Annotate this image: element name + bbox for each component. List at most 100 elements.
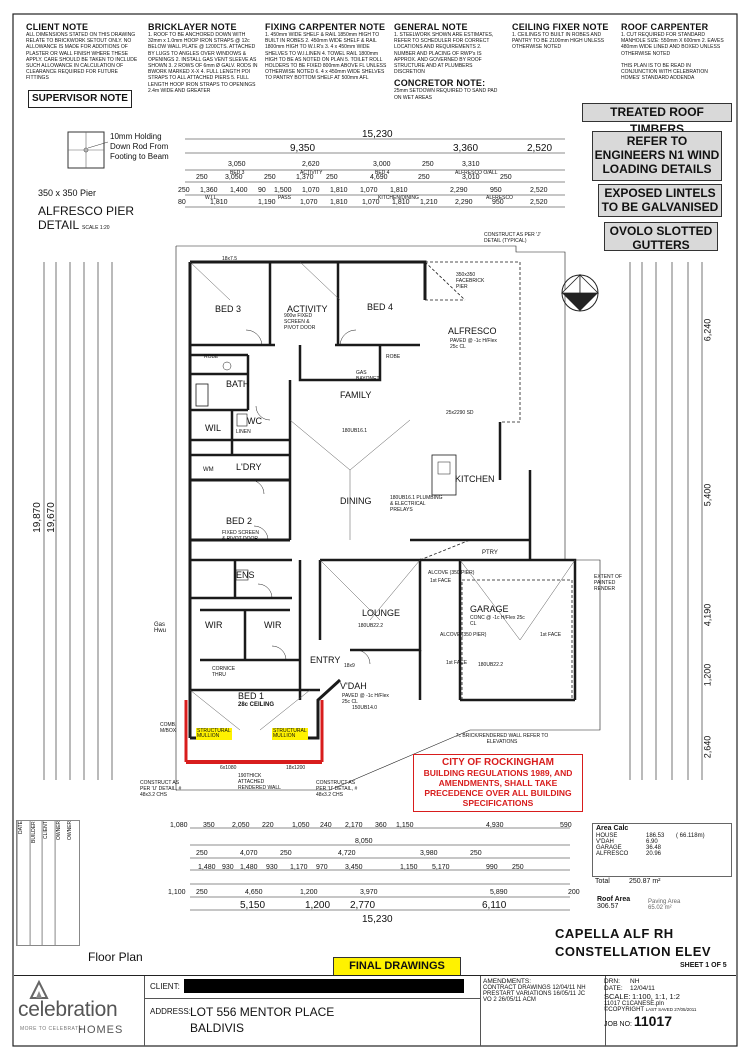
roof-area: Roof Area 306.57: [597, 896, 630, 910]
area-row-house: HOUSE 186.53 ( 66.118m): [593, 833, 731, 839]
dim-bot1-5: 240: [320, 822, 332, 829]
area-total-value: 250.87 m²: [629, 878, 661, 885]
room-vdah-sub: PAVED @ -1c H/Flex 25c CL: [342, 693, 389, 705]
dim-left-total-2: 19,670: [45, 502, 57, 533]
side-label-date: DATE: [17, 821, 30, 945]
bricklayer-note-body: 1. ROOF TO BE ANCHORED DOWN WITH 32mm x …: [148, 32, 258, 94]
paving-area-label: Paving Area: [648, 899, 681, 905]
client-note: CLIENT NOTE ALL DIMENSIONS STATED ON THI…: [26, 22, 138, 82]
dim-bot3-5: 250: [470, 850, 482, 857]
dim-top6-9: 950: [492, 199, 504, 206]
pier-detail-note: 10mm Holding Down Rod From Footing to Be…: [110, 132, 169, 161]
ceiling-fixer-note: CEILING FIXER NOTE 1. CEILINGS TO BUILT …: [512, 22, 614, 51]
dim-top5-1: 1,360: [200, 187, 218, 194]
dim-bot4-9: 990: [486, 864, 498, 871]
roof-carpenter-note-body: 1. CUT REQUIRED FOR STANDARD MANHOLE SIZ…: [621, 32, 724, 57]
scale-label: SCALE:: [604, 992, 631, 1001]
dim-top3-4: 3,310: [462, 161, 480, 168]
dim-bot6-0: 5,150: [240, 900, 266, 911]
door-screen-note: 900w FIXED SCREEN & PIVOT DOOR: [284, 313, 316, 331]
fixed-screen-note: FIXED SCREEN & PIVOT DOOR: [222, 530, 259, 542]
dim-top6-10: 2,520: [530, 199, 548, 206]
area-calc-title: Area Calc: [596, 825, 629, 832]
dim-bot5-5: 5,890: [490, 889, 508, 896]
dim-top3-3: 250: [422, 161, 434, 168]
area-row-value: 186.53: [646, 833, 665, 839]
fixing-carpenter-note-title: FIXING CARPENTER NOTE: [265, 22, 386, 32]
dim-label-alfresco: ALFRESCO O/ALL: [455, 170, 498, 176]
title-block: celebration MORE TO CELEBRATE HOMES CLIE…: [14, 975, 736, 1046]
dim-top5-10: 950: [490, 187, 502, 194]
dim-bot5-0: 1,100: [168, 889, 186, 896]
dim-bot4-5: 970: [316, 864, 328, 871]
drawing-info-panel: DRN:NH DATE:12/04/11 SCALE:1:100, 1:1, 1…: [604, 976, 736, 1046]
dim-bot4-4: 1,170: [290, 864, 308, 871]
alcove-label-1: ALCOVE (350 PIER): [428, 570, 475, 576]
amendments-title: AMENDMENTS:: [483, 978, 532, 985]
dim-top5-2: 1,400: [230, 187, 248, 194]
room-robe-bed4: ROBE: [386, 354, 401, 360]
company-logo: celebration MORE TO CELEBRATE HOMES: [14, 976, 145, 1046]
north-arrow: [561, 274, 599, 312]
dim-top6-5: 1,070: [362, 199, 380, 206]
dim-bot5-4: 3,970: [360, 889, 378, 896]
dim-bot3-3: 4,720: [338, 850, 356, 857]
dim-top6-1: 1,810: [210, 199, 228, 206]
drn-row: DRN:NH: [604, 978, 736, 985]
room-wc: WC: [247, 416, 262, 426]
room-bed3: BED 3: [215, 304, 242, 314]
dim-bot4-8: 5,170: [432, 864, 450, 871]
dim-top4-1: 3,050: [225, 174, 243, 181]
concretor-note-body: 25mm SETDOWN REQUIRED TO SAND PAD ON WET…: [394, 88, 498, 101]
general-note-body: 1. STEELWORK SHOWN ARE ESTIMATES, REFER …: [394, 32, 494, 76]
first-face-3: 1st FACE: [446, 660, 468, 666]
dim-bot2-0: 8,050: [355, 838, 373, 845]
dim-bot6-1: 1,200: [305, 900, 331, 911]
side-label-strip: DATE BUILDER CLIENT OWNER OWNER: [16, 820, 80, 946]
room-bed1-sub: 28c CEILING: [238, 702, 275, 708]
dim-bot4-3: 930: [266, 864, 278, 871]
area-row-garage: GARAGE 36.48: [593, 845, 731, 851]
bricklayer-note-title: BRICKLAYER NOTE: [148, 22, 237, 32]
room-dining: DINING: [340, 496, 372, 506]
logo-tagline: MORE TO CELEBRATE: [20, 1026, 83, 1032]
window-bed1-left: 6x1080: [220, 765, 237, 771]
dim-right-4: 2,640: [702, 735, 713, 759]
beam-label-3: 180UB22.2: [358, 623, 384, 629]
area-row-value: 6.90: [646, 839, 658, 845]
dim-bot1-0: 1,080: [170, 822, 188, 829]
paving-area: Paving Area 65.02 m²: [648, 899, 680, 911]
room-vdah: V'DAH: [340, 681, 367, 691]
sliding-door: 25x2290 SD: [446, 410, 474, 416]
dim-top5-8: 1,810: [390, 187, 408, 194]
logo-homes: HOMES: [78, 1024, 124, 1036]
dim-bot4-2: 1,480: [240, 864, 258, 871]
room-garage-sub: CONC @ -1c H/Flex 25c CL: [470, 615, 525, 627]
room-bed4: BED 4: [367, 302, 394, 312]
room-alfresco-sub: PAVED @ -1c H/Flex 25c CL: [450, 338, 497, 350]
room-bed2: BED 2: [226, 516, 253, 526]
dim-label-bed3: BED 3: [230, 170, 245, 176]
elevation-name: CONSTELLATION ELEV: [555, 944, 712, 959]
ceiling-fixer-note-title: CEILING FIXER NOTE: [512, 22, 609, 32]
dim-top6-2: 1,190: [258, 199, 276, 206]
room-lounge: LOUNGE: [362, 608, 401, 618]
construct-u-right: CONSTRUCT AS PER 'U' DETAIL, # 48x3.2 CH…: [316, 780, 358, 798]
window-vdah: 18x9: [344, 663, 355, 669]
logo-name: celebration: [18, 998, 118, 1021]
job-row: JOB NO: 11017: [604, 1013, 736, 1029]
dim-top-b: 3,360: [453, 143, 479, 154]
dim-top4-4: 250: [326, 174, 338, 181]
client-note-title: CLIENT NOTE: [26, 22, 89, 32]
scale-value: 1:100, 1:1, 1:2: [632, 992, 680, 1001]
structural-mullion-left: STRUCTURAL MULLION: [197, 728, 231, 739]
dim-bot1-3: 220: [262, 822, 274, 829]
dim-label-activity: ACTIVITY: [300, 170, 323, 176]
date-value: 12/04/11: [630, 985, 655, 992]
gas-hwu: Gas Hwu: [154, 622, 167, 634]
dim-top3-0: 3,050: [228, 161, 246, 168]
room-kitchen: KITCHEN: [455, 474, 495, 484]
callout-gutters: OVOLO SLOTTED GUTTERS: [604, 222, 718, 252]
area-row-label: V'DAH: [596, 839, 614, 845]
copyright: ©COPYRIGHT: [604, 1007, 644, 1013]
